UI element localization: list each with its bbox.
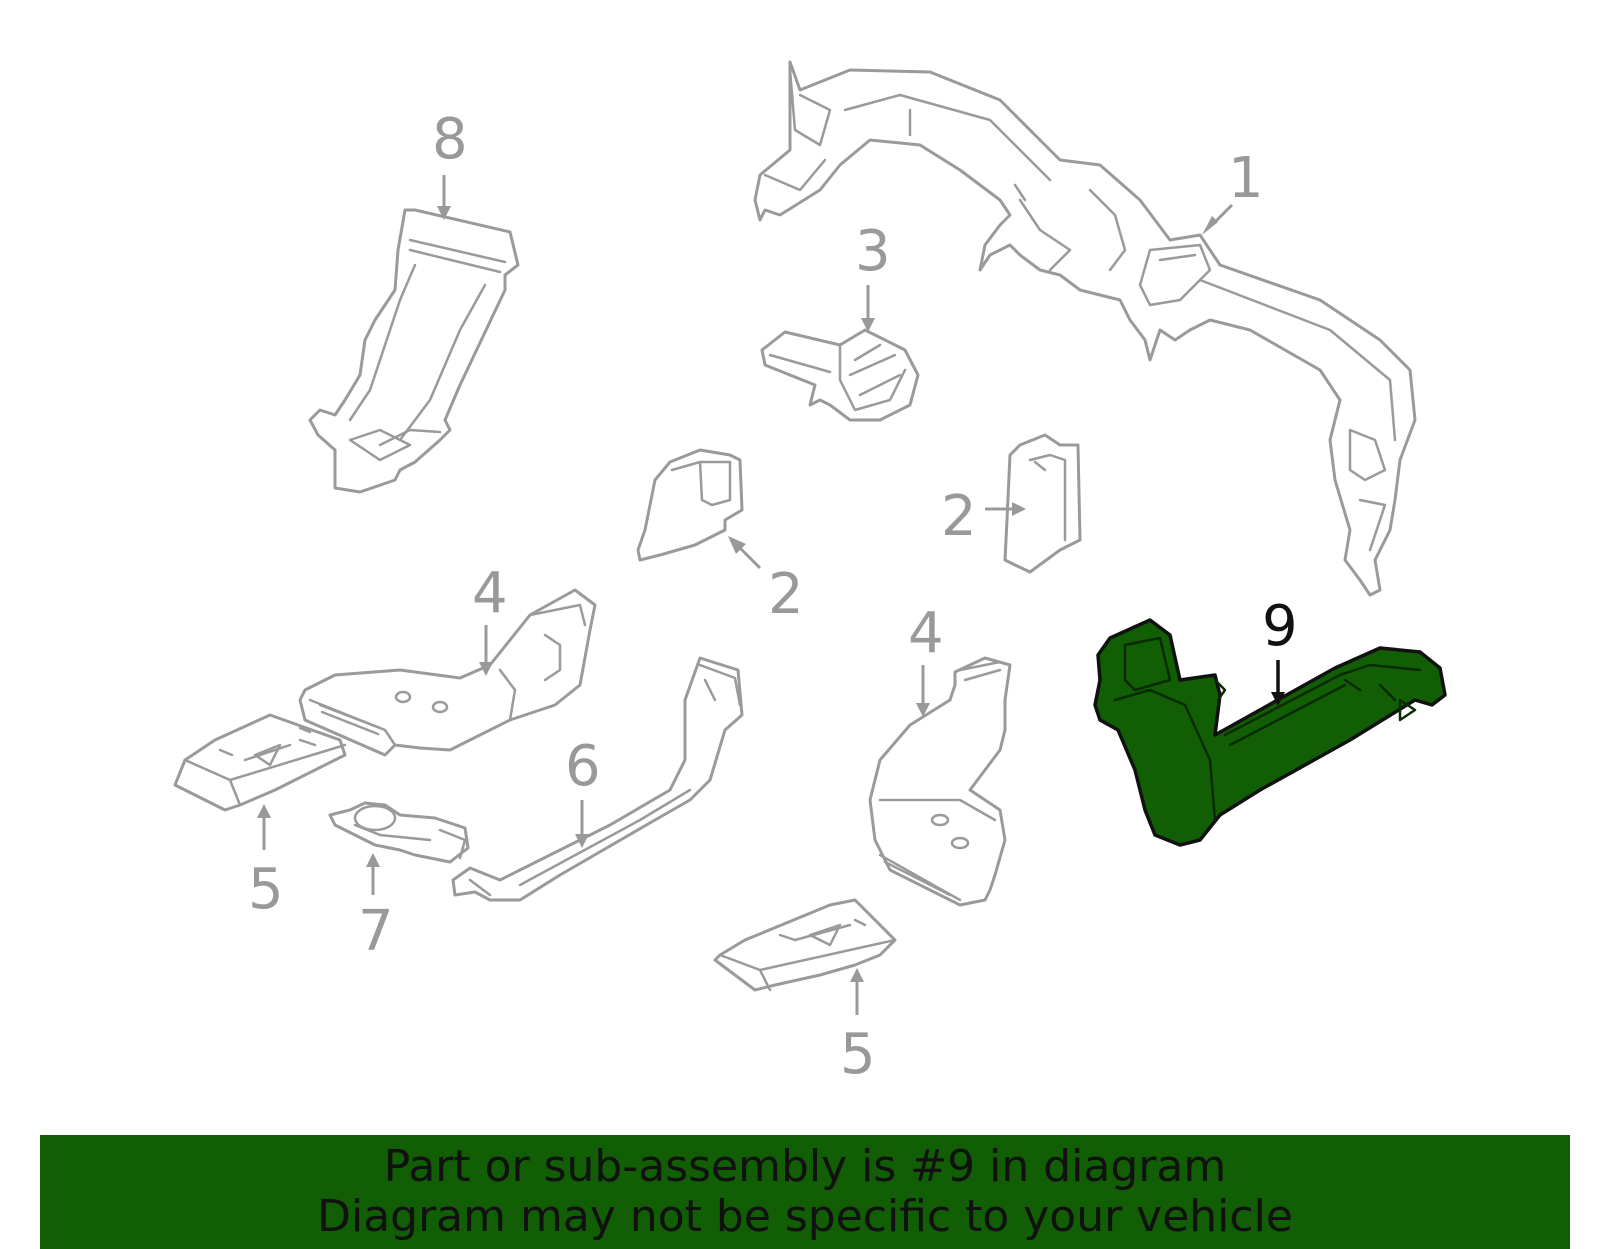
part-1-main-duct bbox=[753, 60, 1417, 597]
banner-line-2: Diagram may not be specific to your vehi… bbox=[317, 1191, 1293, 1242]
part-4-left-duct bbox=[298, 588, 597, 757]
part-5-left-vent bbox=[173, 713, 347, 812]
callout-7: 7 bbox=[358, 899, 394, 964]
part-4-right-duct bbox=[868, 656, 1012, 907]
callout-arrows bbox=[257, 175, 1285, 1015]
callout-5-left: 5 bbox=[248, 857, 284, 922]
callout-2-left: 2 bbox=[768, 562, 804, 627]
part-5-right-vent bbox=[713, 898, 897, 992]
info-banner: Part or sub-assembly is #9 in diagram Di… bbox=[40, 1135, 1570, 1249]
callout-1: 1 bbox=[1228, 146, 1264, 211]
part-8-side-duct bbox=[308, 208, 520, 494]
part-2-right-duct bbox=[1003, 433, 1082, 574]
part-2-left-duct bbox=[636, 448, 744, 562]
callout-3: 3 bbox=[855, 219, 891, 284]
callout-9: 9 bbox=[1262, 594, 1298, 659]
part-6-floor-duct bbox=[451, 656, 744, 902]
part-3-duct-elbow bbox=[760, 328, 920, 422]
callout-4-left: 4 bbox=[472, 561, 508, 626]
part-7-connector bbox=[328, 801, 470, 864]
callout-2-right: 2 bbox=[941, 484, 977, 549]
part-9-highlighted-duct bbox=[1093, 618, 1447, 847]
callout-8: 8 bbox=[432, 107, 468, 172]
banner-line-1: Part or sub-assembly is #9 in diagram bbox=[383, 1141, 1227, 1192]
parts-diagram: 1 2 2 3 4 4 5 5 6 7 8 9 bbox=[173, 60, 1447, 1087]
callout-6: 6 bbox=[565, 734, 601, 799]
callout-4-right: 4 bbox=[908, 601, 944, 666]
callout-5-right: 5 bbox=[840, 1022, 876, 1087]
